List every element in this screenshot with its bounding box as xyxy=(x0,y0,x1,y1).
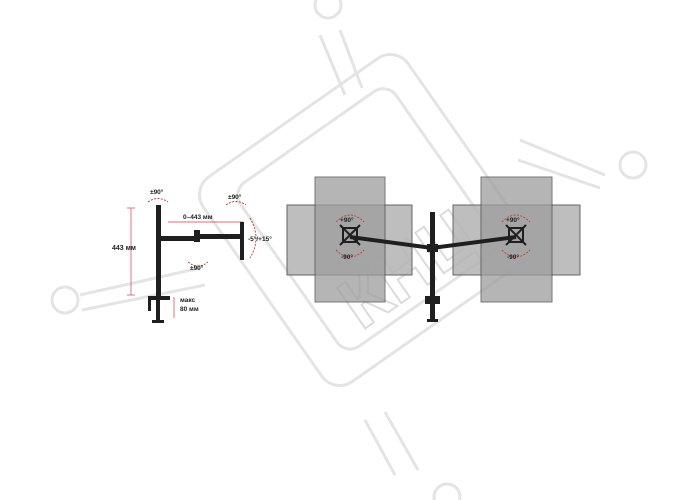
clamp-label-line1: макс xyxy=(180,297,196,304)
arm-swivel-label: ±90° xyxy=(228,193,242,201)
right-rotate-up-label: +90° xyxy=(506,216,520,224)
reach-label: 0–443 мм xyxy=(183,214,213,221)
front-view: +90° -90° +90° -90° xyxy=(286,176,581,322)
clamp-label-line2: 80 мм xyxy=(180,306,199,313)
left-monitor-portrait xyxy=(314,176,386,303)
bottom-swivel-arc xyxy=(187,261,209,267)
side-arm-lower xyxy=(158,236,198,241)
right-rotate-down-arc xyxy=(501,249,531,258)
side-clamp-screw xyxy=(152,320,164,323)
left-rotate-down-arc xyxy=(335,249,365,258)
top-swivel-arc xyxy=(147,198,169,203)
side-clamp-top xyxy=(148,296,170,300)
left-rotate-up-arc xyxy=(335,214,365,223)
top-swivel-label: ±90° xyxy=(150,188,164,196)
height-label: 443 мм xyxy=(112,245,136,252)
right-rotate-down-label: -90° xyxy=(507,253,519,261)
tilt-label: -5°/+15° xyxy=(248,235,272,243)
tilt-arc xyxy=(249,217,257,259)
front-pole xyxy=(430,212,435,302)
arm-swivel-arc xyxy=(225,201,247,206)
right-rotate-up-arc xyxy=(501,214,531,223)
side-arm-upper xyxy=(196,234,241,239)
left-vesa-mount xyxy=(339,224,361,246)
bottom-swivel-label: ±90° xyxy=(190,264,204,272)
side-pole xyxy=(156,205,161,297)
side-vesa-plate xyxy=(240,222,244,260)
right-vesa-mount xyxy=(505,224,527,246)
front-clamp xyxy=(425,296,440,304)
left-rotate-up-label: +90° xyxy=(340,216,354,224)
left-rotate-down-label: -90° xyxy=(341,253,353,261)
side-view: 443 мм макс 80 мм ±90° 0–443 мм ±90° ±90… xyxy=(112,188,272,323)
